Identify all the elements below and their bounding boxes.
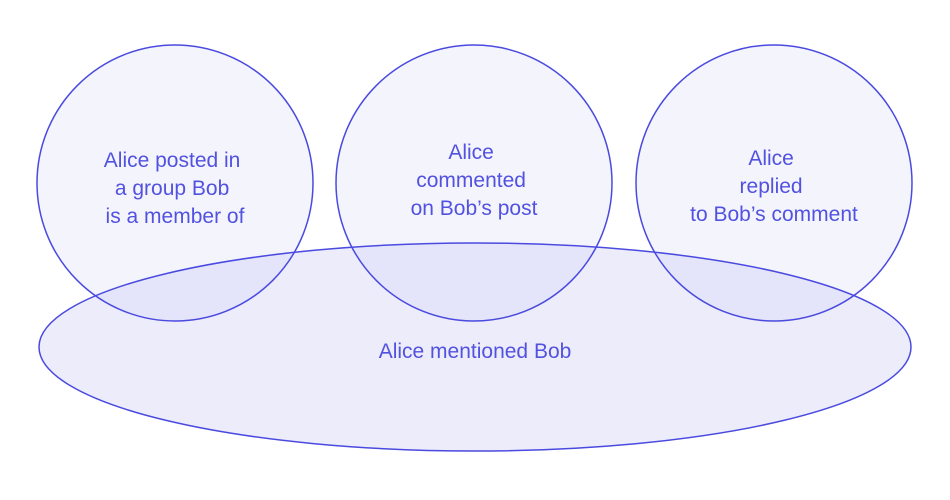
circle-commented	[335, 44, 613, 322]
mentioned-ellipse-outline	[38, 242, 912, 452]
circle-replied	[635, 44, 913, 322]
label-group-post: Alice posted in a group Bob is a member …	[104, 149, 246, 228]
label-commented: Alice commented on Bob’s post	[411, 141, 538, 220]
label-replied: Alice replied to Bob’s comment	[690, 147, 858, 226]
circle-group-post	[36, 44, 314, 322]
label-mentioned: Alice mentioned Bob	[379, 340, 572, 363]
